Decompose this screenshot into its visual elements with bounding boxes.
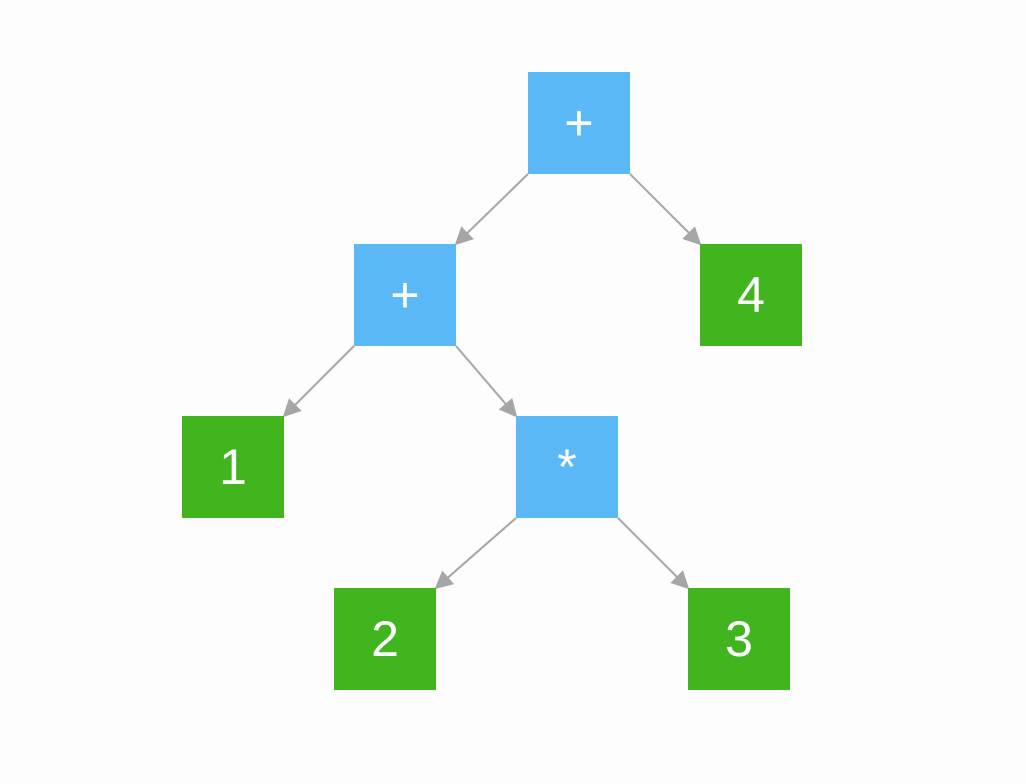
edge-multiply-to-leaf_three [617,517,690,590]
tree-node-1: 1 [182,416,284,518]
tree-node-multiply: * [516,416,618,518]
edge-left_plus-to-leaf_one [282,345,355,418]
edge-root-to-leaf_four [629,173,702,246]
node-label: 2 [371,611,399,667]
node-label: * [557,439,577,495]
node-label: + [564,95,594,151]
node-label: + [390,267,420,323]
tree-node-3: 3 [688,588,790,690]
node-label: 3 [725,611,753,667]
edge-root-to-left_plus [454,173,529,246]
tree-node-plus: + [354,244,456,346]
node-label: 1 [219,439,247,495]
edge-left_plus-to-multiply [455,345,518,418]
edge-multiply-to-leaf_two [434,517,517,590]
node-label: 4 [737,267,765,323]
tree-node-2: 2 [334,588,436,690]
tree-node-root-plus: + [528,72,630,174]
tree-node-4: 4 [700,244,802,346]
